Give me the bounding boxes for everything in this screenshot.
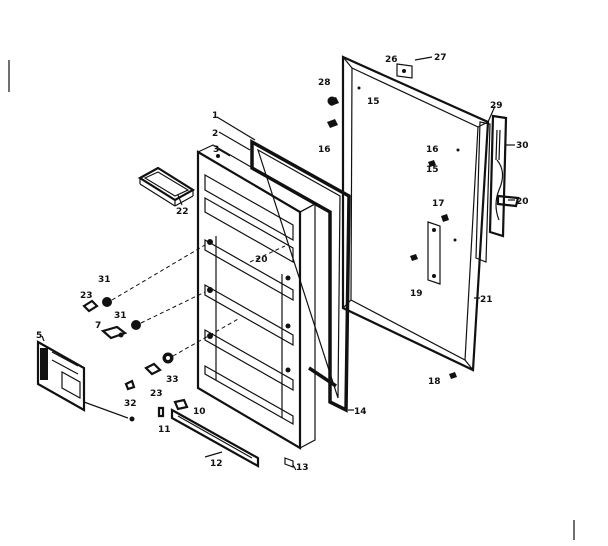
callout-29: 29 — [490, 101, 503, 111]
callout-32: 32 — [124, 399, 137, 409]
ice-tray — [137, 166, 196, 207]
callout-5: 5 — [36, 331, 42, 341]
callout-7: 7 — [95, 321, 101, 331]
callout-2: 2 — [212, 129, 218, 139]
callout-10: 10 — [193, 407, 206, 417]
callout-15-mid: 15 — [426, 165, 439, 175]
callout-27: 27 — [434, 53, 447, 63]
callout-20-b: 20 — [255, 255, 268, 265]
callout-3: 3 — [213, 145, 219, 155]
inner-door-liner — [196, 144, 317, 450]
callout-12: 12 — [210, 459, 223, 469]
callout-31-b: 31 — [114, 311, 127, 321]
callout-15-top: 15 — [367, 97, 380, 107]
callout-33: 33 — [166, 375, 179, 385]
bottom-trim-strip — [170, 408, 260, 468]
assembly-lines — [111, 244, 286, 357]
callout-11: 11 — [158, 425, 171, 435]
callout-30: 30 — [516, 141, 529, 151]
callout-23-b: 23 — [150, 389, 163, 399]
leader-lines — [41, 56, 515, 471]
callout-1: 1 — [212, 111, 218, 121]
callout-16-top: 16 — [318, 145, 331, 155]
callout-16-mid: 16 — [426, 145, 439, 155]
callout-23-a: 23 — [80, 291, 93, 301]
callout-31-a: 31 — [98, 275, 111, 285]
part-callouts: 1 2 3 22 26 27 28 15 16 29 30 20 16 15 1… — [36, 53, 529, 473]
outer-door-panel — [341, 55, 490, 372]
callout-13: 13 — [296, 463, 309, 473]
callout-14: 14 — [354, 407, 367, 417]
callout-18: 18 — [428, 377, 441, 387]
door-handle — [475, 114, 520, 263]
callout-22: 22 — [176, 207, 189, 217]
callout-20-a: 20 — [516, 197, 529, 207]
top-hinge-bracket — [396, 63, 413, 79]
control-panel — [36, 340, 135, 422]
callout-28: 28 — [318, 78, 331, 88]
callout-19: 19 — [410, 289, 423, 299]
callout-26: 26 — [385, 55, 398, 65]
hardware-parts — [82, 96, 457, 468]
callout-17: 17 — [432, 199, 445, 209]
callout-21: 21 — [480, 295, 493, 305]
